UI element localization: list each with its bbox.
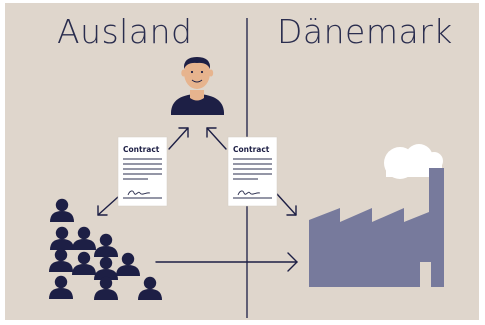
person-icon xyxy=(170,57,225,115)
region-title-right: Dänemark xyxy=(277,12,453,51)
contract-label-left: Contract xyxy=(123,145,160,154)
worker-group-icon xyxy=(49,198,162,300)
arrow-contract-to-workers xyxy=(97,196,119,216)
contract-document-left: Contract xyxy=(117,136,168,207)
arrow-contract-to-manager-left xyxy=(168,127,189,150)
arrow-workers-to-factory xyxy=(155,252,298,272)
factory-icon xyxy=(309,144,444,287)
arrow-contract-to-factory xyxy=(276,193,297,216)
region-title-left: Ausland xyxy=(57,12,193,51)
arrow-contract-to-manager-right xyxy=(206,127,227,150)
contract-label-right: Contract xyxy=(233,145,270,154)
contract-document-right: Contract xyxy=(227,136,278,207)
